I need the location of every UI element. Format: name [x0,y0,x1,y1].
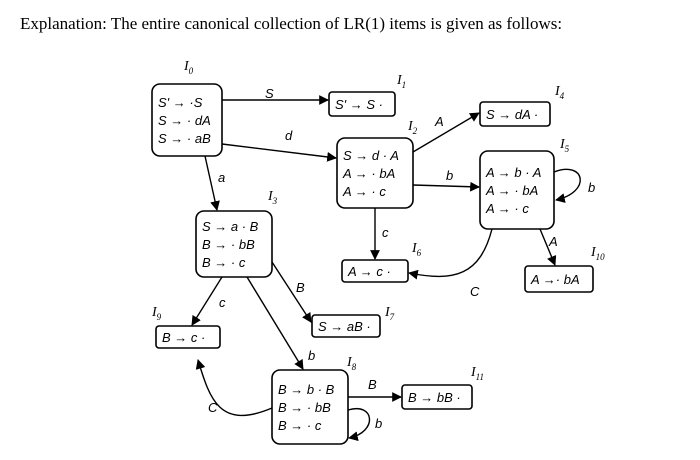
transition-symbol: B [368,377,377,392]
lr-item: S → d · A [343,148,399,163]
transition-i8-i9 [195,359,273,417]
transition-symbol: C [208,400,218,415]
state-name: I9 [151,305,162,322]
transition-symbol: b [375,416,382,431]
state-i9: B → c · [155,325,221,349]
transition-symbol: B [296,280,305,295]
state-i11: B → bB · [401,384,473,410]
transition-i3-i9 [191,276,223,326]
explanation-heading: Explanation: The entire canonical collec… [20,14,563,33]
lr-item: B → · bB [278,400,331,415]
state-i10: A →· bA [524,265,594,293]
state-box [155,325,221,349]
transition-symbol: c [382,225,389,240]
transition-symbol: A [548,234,558,249]
transition-i3-i7 [271,261,312,323]
state-i2: S → d · A A → · bA A → · c [336,137,414,209]
state-box [195,210,273,278]
state-name: I10 [590,245,605,262]
state-i6: A → c · [341,259,409,283]
lr-item: A → c · [347,264,391,279]
state-name: I4 [554,84,565,101]
state-i3: S → a · B B → · bB B → · c [195,210,273,278]
lr-item: B → · c [202,255,246,270]
state-name: I11 [470,365,484,382]
state-i5: A → b · A A → · bA A → · c [479,150,555,230]
lr-item: B → · c [278,418,322,433]
transition-symbol: S [265,86,274,101]
lr-item: B → c · [162,330,205,345]
state-box [328,91,396,117]
lr-item: S → · dA [158,113,211,128]
lr-item: S → a · B [202,219,259,234]
state-box [271,369,349,445]
state-i0: S' → ·S S → · dA S → · aB [151,83,223,157]
state-name: I8 [346,355,357,372]
transition-i2-i4 [412,112,480,153]
transition-symbol: b [308,348,315,363]
state-name: I2 [407,119,418,136]
lr-item: A → b · A [485,165,541,180]
transition-symbol: a [218,170,225,185]
state-i8: B → b · B B → · bB B → · c [271,369,349,445]
transition-symbol: C [470,284,480,299]
lr-item: B → bB · [408,390,461,405]
lr-item: S → · aB [158,131,211,146]
lr-item: S → dA · [486,107,538,122]
lr-item: A → · c [342,184,386,199]
state-name: I0 [183,59,194,76]
transition-symbol: c [219,295,226,310]
lr-item: A → · c [485,201,529,216]
state-i7: S → aB · [311,314,381,338]
transition-symbol: A [434,114,444,129]
state-box [401,384,473,410]
state-box [311,314,381,338]
transition-symbol: b [446,168,453,183]
state-name: I7 [384,305,395,322]
state-boxes: S' → ·S S → · dA S → · aB S' → S · S → d · A… [151,83,594,445]
state-name: I3 [267,189,278,206]
lr-item: S' → ·S [158,95,203,110]
transition-i5-i6 [408,228,493,280]
lr-item: S' → S · [335,97,383,112]
transition-edges [191,95,581,442]
transition-i3-i8 [246,276,304,370]
state-box [479,150,555,230]
lr-item: S → aB · [318,319,371,334]
transition-symbol: d [285,128,293,143]
lr-item: B → · bB [202,237,255,252]
lr-item: A → · bA [342,166,395,181]
state-box [524,265,594,293]
state-i1: S' → S · [328,91,396,117]
state-box [341,259,409,283]
transition-i0-i3 [204,155,220,211]
transition-symbol: b [588,180,595,195]
state-box [151,83,223,157]
transition-i8-i8 [347,407,371,442]
state-i4: S → dA · [479,101,551,127]
transition-i5-i10 [539,228,557,266]
lr-item: B → b · B [278,382,335,397]
transition-i0-i2 [221,143,337,162]
state-name: I1 [396,73,406,90]
state-name: I6 [411,241,422,258]
transition-i2-i5 [412,181,480,192]
lr-item: A → · bA [485,183,538,198]
state-box [479,101,551,127]
state-box [336,137,414,209]
state-name: I5 [559,137,570,154]
lr-item: A →· bA [530,272,580,287]
transition-i5-i5 [553,168,581,203]
